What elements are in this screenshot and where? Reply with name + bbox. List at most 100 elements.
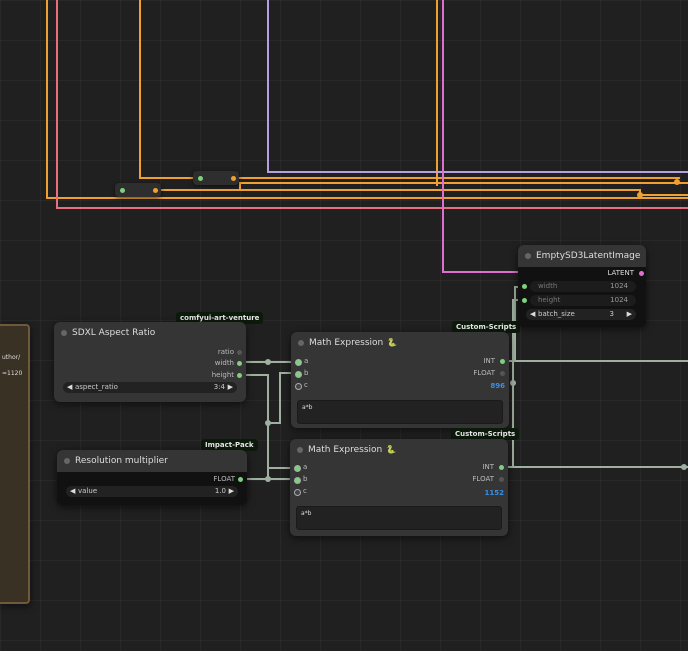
node-title-text: Resolution multiplier bbox=[75, 456, 168, 466]
node-source-badge: Impact-Pack bbox=[201, 439, 258, 451]
widget-label: aspect_ratio bbox=[75, 383, 118, 391]
wire-pink bbox=[56, 0, 688, 209]
value-number-widget[interactable]: ◀ value 1.0 ▶ bbox=[66, 486, 238, 497]
collapse-dot-icon[interactable] bbox=[297, 447, 303, 453]
wire-orange-1 bbox=[46, 0, 688, 199]
input-c: c bbox=[303, 487, 307, 495]
node-title[interactable]: SDXL Aspect Ratio bbox=[54, 322, 246, 344]
output-latent: LATENT bbox=[607, 269, 634, 277]
math-expression-node-2[interactable]: Math Expression🐍 a b c INT FLOAT 1152 a*… bbox=[290, 439, 508, 536]
input-a: a bbox=[303, 463, 308, 471]
output-float-socket[interactable] bbox=[499, 477, 504, 482]
input-b-socket[interactable] bbox=[294, 477, 301, 484]
result-value: 1152 bbox=[484, 489, 504, 497]
output-height: height bbox=[211, 371, 234, 379]
output-float-socket[interactable] bbox=[238, 477, 243, 482]
collapse-dot-icon[interactable] bbox=[525, 253, 531, 259]
resolution-multiplier-node[interactable]: Resolution multiplier FLOAT ◀ value 1.0 … bbox=[57, 450, 247, 505]
batch-size-widget[interactable]: ◀ batch_size 3 ▶ bbox=[526, 309, 636, 320]
node-title-text: EmptySD3LatentImage bbox=[536, 251, 641, 261]
input-c-socket[interactable] bbox=[295, 383, 302, 390]
widget-value: 3 bbox=[609, 310, 614, 318]
output-latent-socket[interactable] bbox=[639, 271, 644, 276]
widget-value: 1024 bbox=[610, 282, 628, 290]
input-height-socket[interactable] bbox=[522, 298, 527, 303]
left-note-panel[interactable]: uthor/ =1120 bbox=[0, 324, 30, 604]
node-title-text: Math Expression bbox=[309, 338, 384, 348]
node-source-badge: comfyui-art-venture bbox=[176, 312, 264, 324]
height-widget[interactable]: height 1024 bbox=[530, 295, 636, 306]
reroute-output-socket[interactable] bbox=[231, 176, 236, 181]
collapse-dot-icon[interactable] bbox=[298, 340, 304, 346]
input-c-socket[interactable] bbox=[294, 489, 301, 496]
wire-mult-b1 bbox=[243, 372, 297, 480]
output-float: FLOAT bbox=[473, 369, 495, 377]
input-c: c bbox=[304, 381, 308, 389]
output-int: INT bbox=[483, 357, 495, 365]
output-int: INT bbox=[482, 463, 494, 471]
wire-orange-4 bbox=[160, 189, 688, 196]
widget-value: 3:4 bbox=[213, 383, 225, 391]
wire-orange-3 bbox=[160, 182, 688, 191]
note-text-line-1: uthor/ bbox=[2, 354, 21, 361]
reroute-input-socket[interactable] bbox=[120, 188, 125, 193]
arrow-right-icon[interactable]: ▶ bbox=[626, 310, 632, 318]
input-a-socket[interactable] bbox=[294, 465, 301, 472]
widget-label: batch_size bbox=[538, 310, 575, 318]
arrow-right-icon[interactable]: ▶ bbox=[227, 383, 233, 391]
widget-label: height bbox=[538, 296, 561, 304]
reroute-input-socket[interactable] bbox=[198, 176, 203, 181]
output-float: FLOAT bbox=[213, 475, 235, 483]
wire-lavender bbox=[267, 0, 688, 173]
widget-value: 1024 bbox=[610, 296, 628, 304]
output-float-socket[interactable] bbox=[500, 371, 505, 376]
sdxl-aspect-ratio-node[interactable]: SDXL Aspect Ratio ratio width height ◀ a… bbox=[54, 322, 246, 402]
arrow-left-icon[interactable]: ◀ bbox=[530, 310, 536, 318]
python-badge-icon: 🐍 bbox=[386, 445, 397, 454]
output-int-socket[interactable] bbox=[500, 359, 505, 364]
math-expression-node-1[interactable]: Math Expression🐍 a b c INT FLOAT 896 a*b bbox=[291, 332, 509, 428]
node-source-badge: Custom-Scripts bbox=[452, 321, 521, 333]
node-title[interactable]: Resolution multiplier bbox=[57, 450, 247, 472]
input-a: a bbox=[304, 357, 309, 365]
python-badge-icon: 🐍 bbox=[387, 338, 398, 347]
output-width-socket[interactable] bbox=[237, 361, 242, 366]
widget-label: value bbox=[78, 487, 98, 495]
aspect-ratio-combo[interactable]: ◀ aspect_ratio 3:4 ▶ bbox=[63, 382, 237, 393]
wire-height-a bbox=[241, 374, 297, 469]
widget-value: 1.0 bbox=[214, 487, 226, 495]
collapse-dot-icon[interactable] bbox=[61, 330, 67, 336]
collapse-dot-icon[interactable] bbox=[64, 458, 70, 464]
arrow-left-icon[interactable]: ◀ bbox=[67, 383, 73, 391]
result-value: 896 bbox=[490, 382, 505, 390]
widget-label: width bbox=[538, 282, 558, 290]
input-b-socket[interactable] bbox=[295, 371, 302, 378]
node-source-badge: Custom-Scripts bbox=[451, 428, 520, 440]
output-ratio: ratio bbox=[217, 348, 234, 356]
output-height-socket[interactable] bbox=[237, 373, 242, 378]
reroute-node-2[interactable] bbox=[193, 171, 239, 185]
output-ratio-socket[interactable] bbox=[237, 350, 242, 355]
input-b: b bbox=[303, 475, 308, 483]
wire-magenta bbox=[442, 0, 640, 273]
reroute-output-socket[interactable] bbox=[153, 188, 158, 193]
reroute-node-1[interactable] bbox=[115, 183, 161, 197]
input-width-socket[interactable] bbox=[522, 284, 527, 289]
input-b: b bbox=[304, 369, 309, 377]
output-width: width bbox=[214, 359, 234, 367]
note-text-line-2: =1120 bbox=[2, 370, 23, 377]
node-title[interactable]: Math Expression🐍 bbox=[290, 439, 508, 461]
wire-orange-2 bbox=[139, 0, 680, 179]
expression-textarea[interactable]: a*b bbox=[296, 506, 502, 530]
node-title-text: Math Expression bbox=[308, 445, 383, 455]
node-title[interactable]: EmptySD3LatentImage bbox=[518, 245, 646, 267]
node-title-text: SDXL Aspect Ratio bbox=[72, 328, 156, 338]
arrow-right-icon[interactable]: ▶ bbox=[228, 487, 234, 495]
arrow-left-icon[interactable]: ◀ bbox=[70, 487, 76, 495]
expression-textarea[interactable]: a*b bbox=[297, 400, 503, 424]
output-int-socket[interactable] bbox=[499, 465, 504, 470]
node-title[interactable]: Math Expression🐍 bbox=[291, 332, 509, 354]
input-a-socket[interactable] bbox=[295, 359, 302, 366]
empty-sd3-latent-image-node[interactable]: EmptySD3LatentImage LATENT width 1024 he… bbox=[518, 245, 646, 327]
width-widget[interactable]: width 1024 bbox=[530, 281, 636, 292]
